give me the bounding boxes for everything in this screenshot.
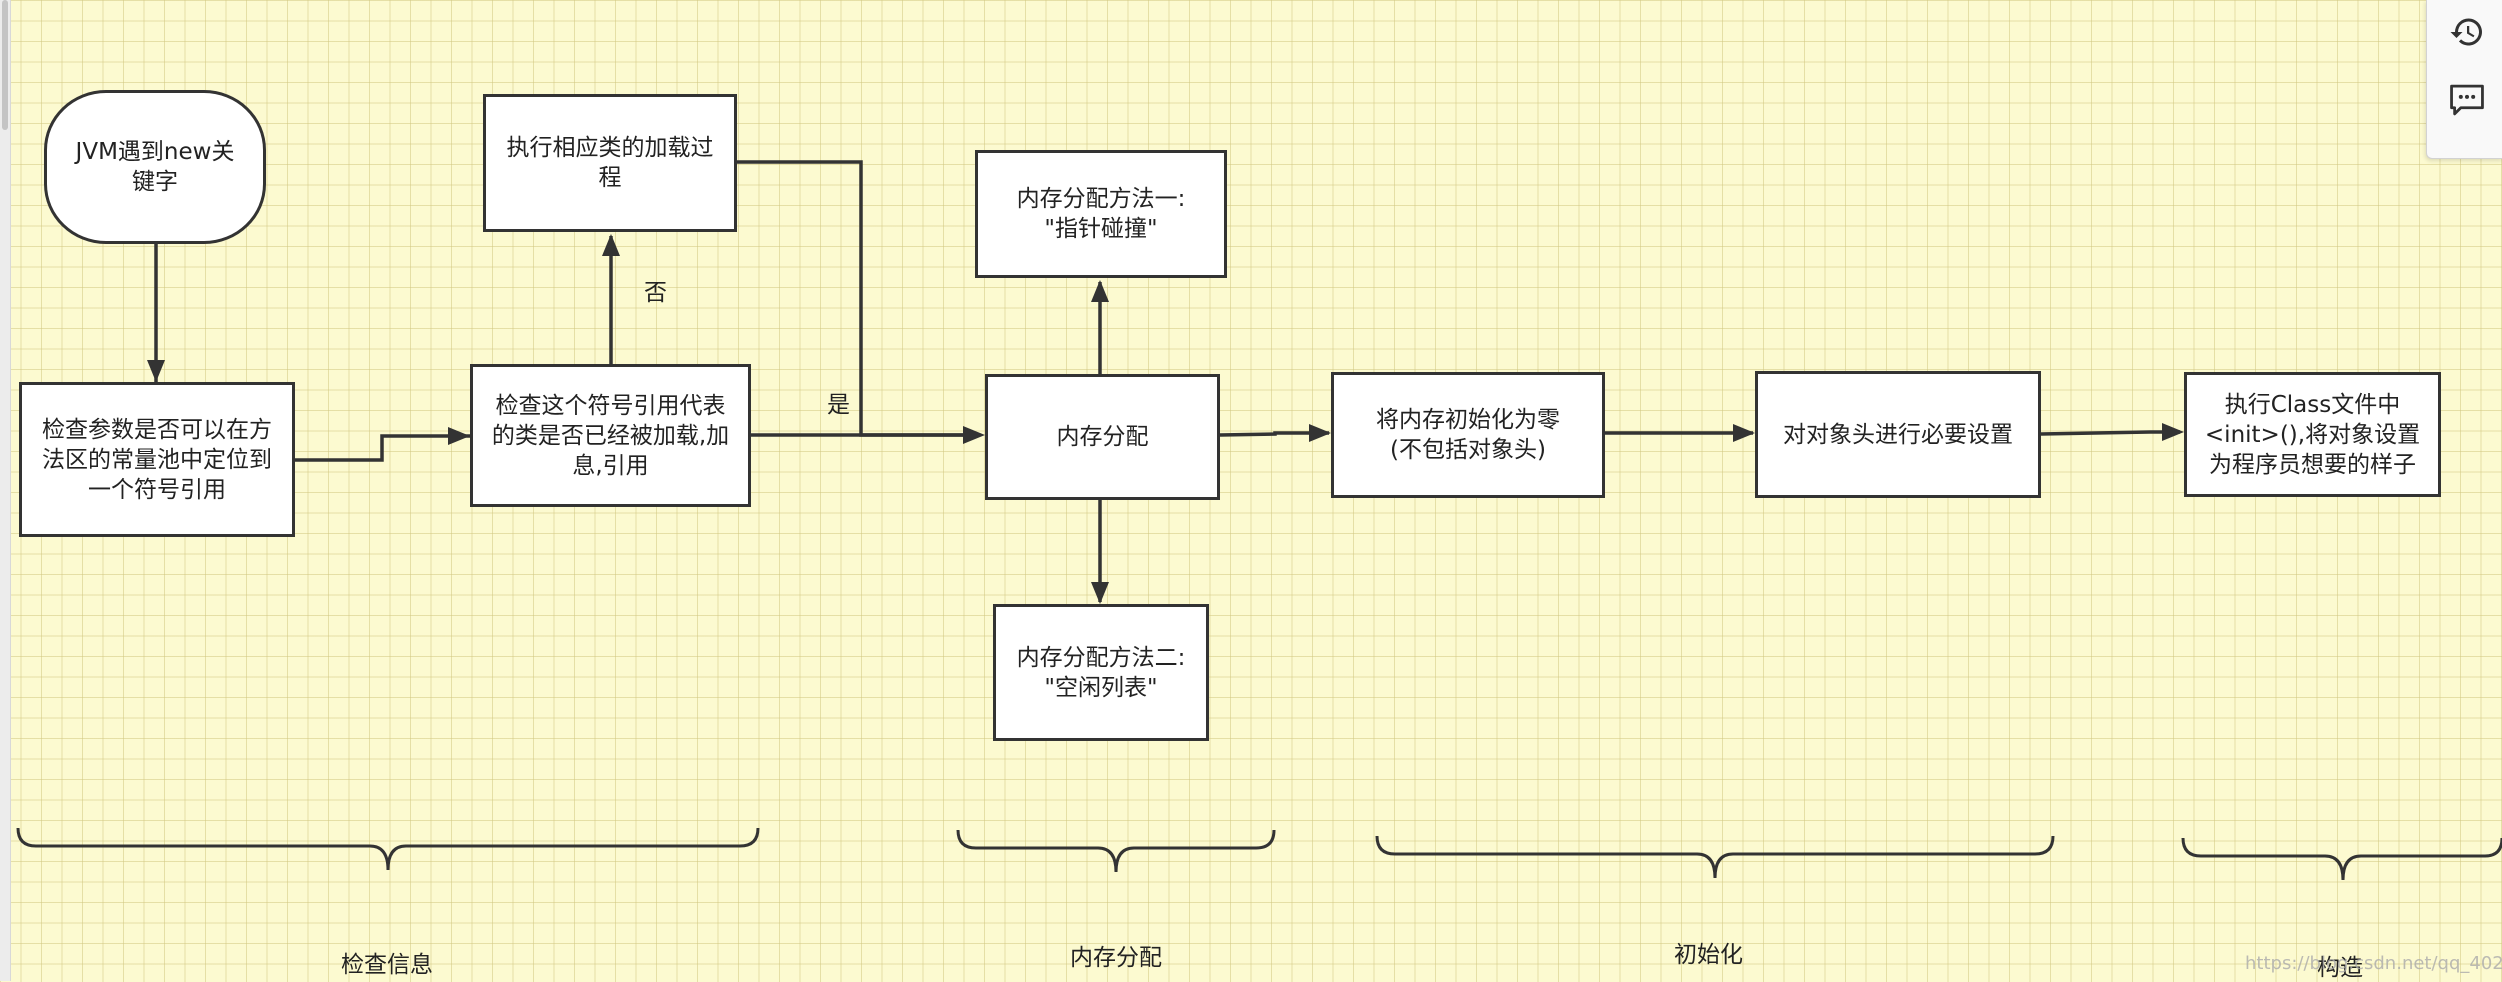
- alloc-memory-text: 内存分配: [1056, 424, 1149, 450]
- edge-set-header-to-run-init: [2040, 430, 2180, 436]
- alloc-method-1-node[interactable]: 内存分配方法一: "指针碰撞": [975, 150, 1227, 278]
- brace-initialize: [1375, 835, 2055, 879]
- load-class-node[interactable]: 执行相应类的加载过 程: [483, 94, 737, 232]
- phase-label-initialize: 初始化: [1674, 942, 1743, 968]
- check-params-node[interactable]: 检查参数是否可以在方 法区的常量池中定位到 一个符号引用: [19, 382, 295, 537]
- set-header-node[interactable]: 对对象头进行必要设置: [1755, 371, 2041, 498]
- brace-memory-alloc: [956, 829, 1276, 873]
- arrowhead: [1309, 424, 1331, 442]
- alloc-method-2-node[interactable]: 内存分配方法二: "空闲列表": [993, 604, 1209, 741]
- arrowhead: [963, 426, 985, 444]
- edge-label-no: 否: [644, 280, 667, 306]
- init-zero-node[interactable]: 将内存初始化为零 (不包括对象头): [1331, 372, 1605, 498]
- left-scroll-strip[interactable]: [0, 0, 11, 981]
- arrowhead: [1091, 582, 1109, 604]
- history-icon: [2450, 18, 2482, 46]
- watermark: https://blog.csdn.net/qq_40223688: [2245, 953, 2502, 974]
- phase-label-memory-alloc: 内存分配: [1070, 945, 1162, 971]
- comment-button[interactable]: [2445, 78, 2489, 122]
- alloc-method-1-text: 内存分配方法一: "指针碰撞": [1016, 186, 1186, 242]
- arrowhead: [1733, 424, 1755, 442]
- run-init-node[interactable]: 执行Class文件中 <init>(),将对象设置 为程序员想要的样子: [2184, 372, 2441, 497]
- edge-alloc-to-init-zero: [1219, 431, 1329, 437]
- run-init-text: 执行Class文件中 <init>(),将对象设置 为程序员想要的样子: [2204, 391, 2421, 478]
- edge-label-yes: 是: [827, 392, 850, 418]
- edge-load-class-to-alloc: [737, 160, 970, 437]
- start-node-text: JVM遇到new关 键字: [75, 139, 235, 195]
- phase-label-check-info: 检查信息: [341, 952, 433, 978]
- brace-check-info: [16, 827, 760, 871]
- side-toolbar: [2426, 0, 2502, 159]
- history-button[interactable]: [2445, 10, 2489, 54]
- phase-label-construct: 构造: [2317, 955, 2363, 981]
- check-loaded-node[interactable]: 检查这个符号引用代表 的类是否已经被加载,加 息,引用: [470, 364, 751, 507]
- arrowhead: [602, 234, 620, 256]
- alloc-method-2-text: 内存分配方法二: "空闲列表": [1016, 644, 1186, 701]
- load-class-text: 执行相应类的加载过 程: [506, 135, 714, 191]
- check-loaded-text: 检查这个符号引用代表 的类是否已经被加载,加 息,引用: [491, 392, 730, 479]
- scroll-thumb[interactable]: [2, 0, 8, 130]
- edge-check-params-to-check-loaded: [295, 434, 470, 462]
- brace-construct: [2181, 837, 2502, 881]
- arrowhead: [448, 427, 470, 445]
- check-params-text: 检查参数是否可以在方 法区的常量池中定位到 一个符号引用: [42, 416, 272, 503]
- arrowhead: [2162, 423, 2184, 441]
- set-header-text: 对对象头进行必要设置: [1783, 421, 2013, 448]
- arrowhead: [1091, 280, 1109, 302]
- comment-icon: [2450, 84, 2484, 116]
- init-zero-text: 将内存初始化为零 (不包括对象头): [1376, 407, 1560, 463]
- arrowhead: [147, 360, 165, 382]
- start-node[interactable]: JVM遇到new关 键字: [44, 90, 266, 244]
- alloc-memory-node[interactable]: 内存分配: [985, 374, 1220, 500]
